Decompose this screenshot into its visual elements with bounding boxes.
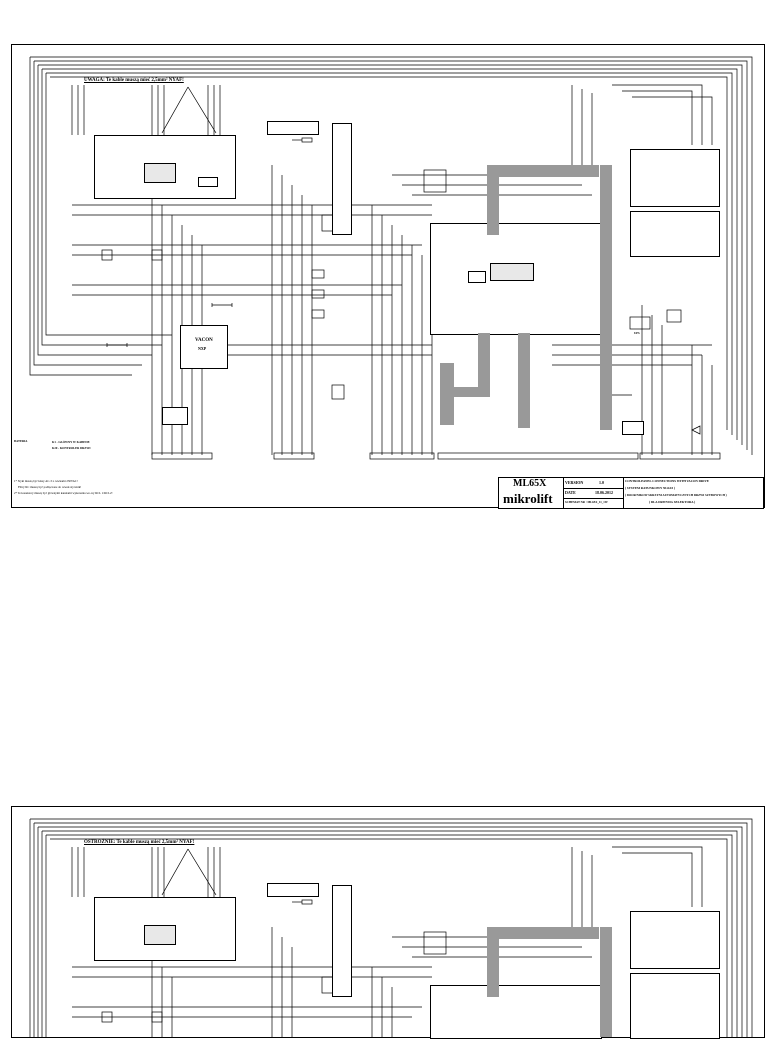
legend-k1: K1 - GŁÓWNY W KABINIE xyxy=(52,440,90,444)
title-desc-4: ( DLA DRWYDG SELEKTORA ) xyxy=(649,500,696,504)
title-desc-3: ( DOOR/NIKOW SKRZYNI AUTOMATYCZNYCH DRZW… xyxy=(625,493,727,497)
controller-label-box xyxy=(198,177,218,187)
main-sub-box xyxy=(468,271,486,283)
data-bus-mid-1 xyxy=(478,333,490,393)
wiring-diagram-2 xyxy=(29,818,753,1037)
vacon-drive: VACON NXP xyxy=(180,325,228,369)
transformer-block xyxy=(162,407,188,425)
data-bus-mid-2 xyxy=(518,333,530,428)
data-bus-left-2 xyxy=(487,927,499,997)
terminal-column xyxy=(332,123,352,235)
legend-k20: K20 - KONTROLER DRZWI xyxy=(52,446,91,450)
warning-note-2: OSTROŻNIE: Te kable muszą mieć 2,5mm² NY… xyxy=(84,840,195,845)
terminal-column-2 xyxy=(332,885,352,997)
wiring-diagram-1 xyxy=(29,56,753,460)
right-upper-panel-2 xyxy=(630,911,720,969)
right-lower-panel xyxy=(630,211,720,257)
data-bus-right-2 xyxy=(600,927,612,1037)
title-desc-2: ( SYSTEM RATUNKOWY NLK10 ) xyxy=(625,486,675,490)
main-controller-board-2 xyxy=(430,985,602,1039)
note-1: 1* Styki muszą być klasy AC-3 z cewkami … xyxy=(14,479,78,483)
data-bus-right xyxy=(600,165,612,430)
vacon-label: VACON xyxy=(195,338,213,343)
brand-name: mikrolift xyxy=(503,491,553,506)
controller-display xyxy=(144,163,176,183)
model-name: ML65X xyxy=(513,478,547,489)
right-lower-panel-2 xyxy=(630,973,720,1039)
data-bus-top xyxy=(487,165,599,177)
vacon-sub-label: NXP xyxy=(198,346,207,351)
version-value: 1.0 xyxy=(599,480,604,485)
note-2: Filtry RC muszą być podłączone do cewek … xyxy=(18,485,82,489)
version-label: VERSION xyxy=(565,480,584,485)
title-block: ML65X mikrolift VERSION 1.0 DATE 18.06.2… xyxy=(498,477,764,509)
warning-note: UWAGA: Te kable muszą mieć 2,5mm² NYAF! xyxy=(84,78,184,83)
right-upper-panel xyxy=(630,149,720,207)
ups-label: UPS xyxy=(634,331,640,335)
relay-module-2 xyxy=(267,883,319,897)
data-bus-top-2 xyxy=(487,927,599,939)
schema-number: SCHEMAT NR : ML65X_11_1W xyxy=(565,500,608,504)
note-3: 2* Te konektory muszą być głównymi kanał… xyxy=(14,491,113,495)
main-display xyxy=(490,263,534,281)
door-controller-block-2 xyxy=(94,897,236,961)
right-terminal-box xyxy=(622,421,644,435)
data-bus-join xyxy=(440,387,490,397)
controller-display-2 xyxy=(144,925,176,945)
date-label: DATE xyxy=(565,490,576,495)
schematic-sheet-2: OSTROŻNIE: Te kable muszą mieć 2,5mm² NY… xyxy=(11,806,765,1039)
title-desc-1: CONTROLPANEL CONNECTIONS WITH VACON DRIV… xyxy=(625,479,709,483)
battery-label: BATERIA xyxy=(14,439,28,443)
relay-module xyxy=(267,121,319,135)
data-bus-left xyxy=(487,165,499,235)
date-value: 18.06.2012 xyxy=(595,490,613,495)
schematic-sheet-1: UWAGA: Te kable muszą mieć 2,5mm² NYAF! … xyxy=(11,44,765,509)
